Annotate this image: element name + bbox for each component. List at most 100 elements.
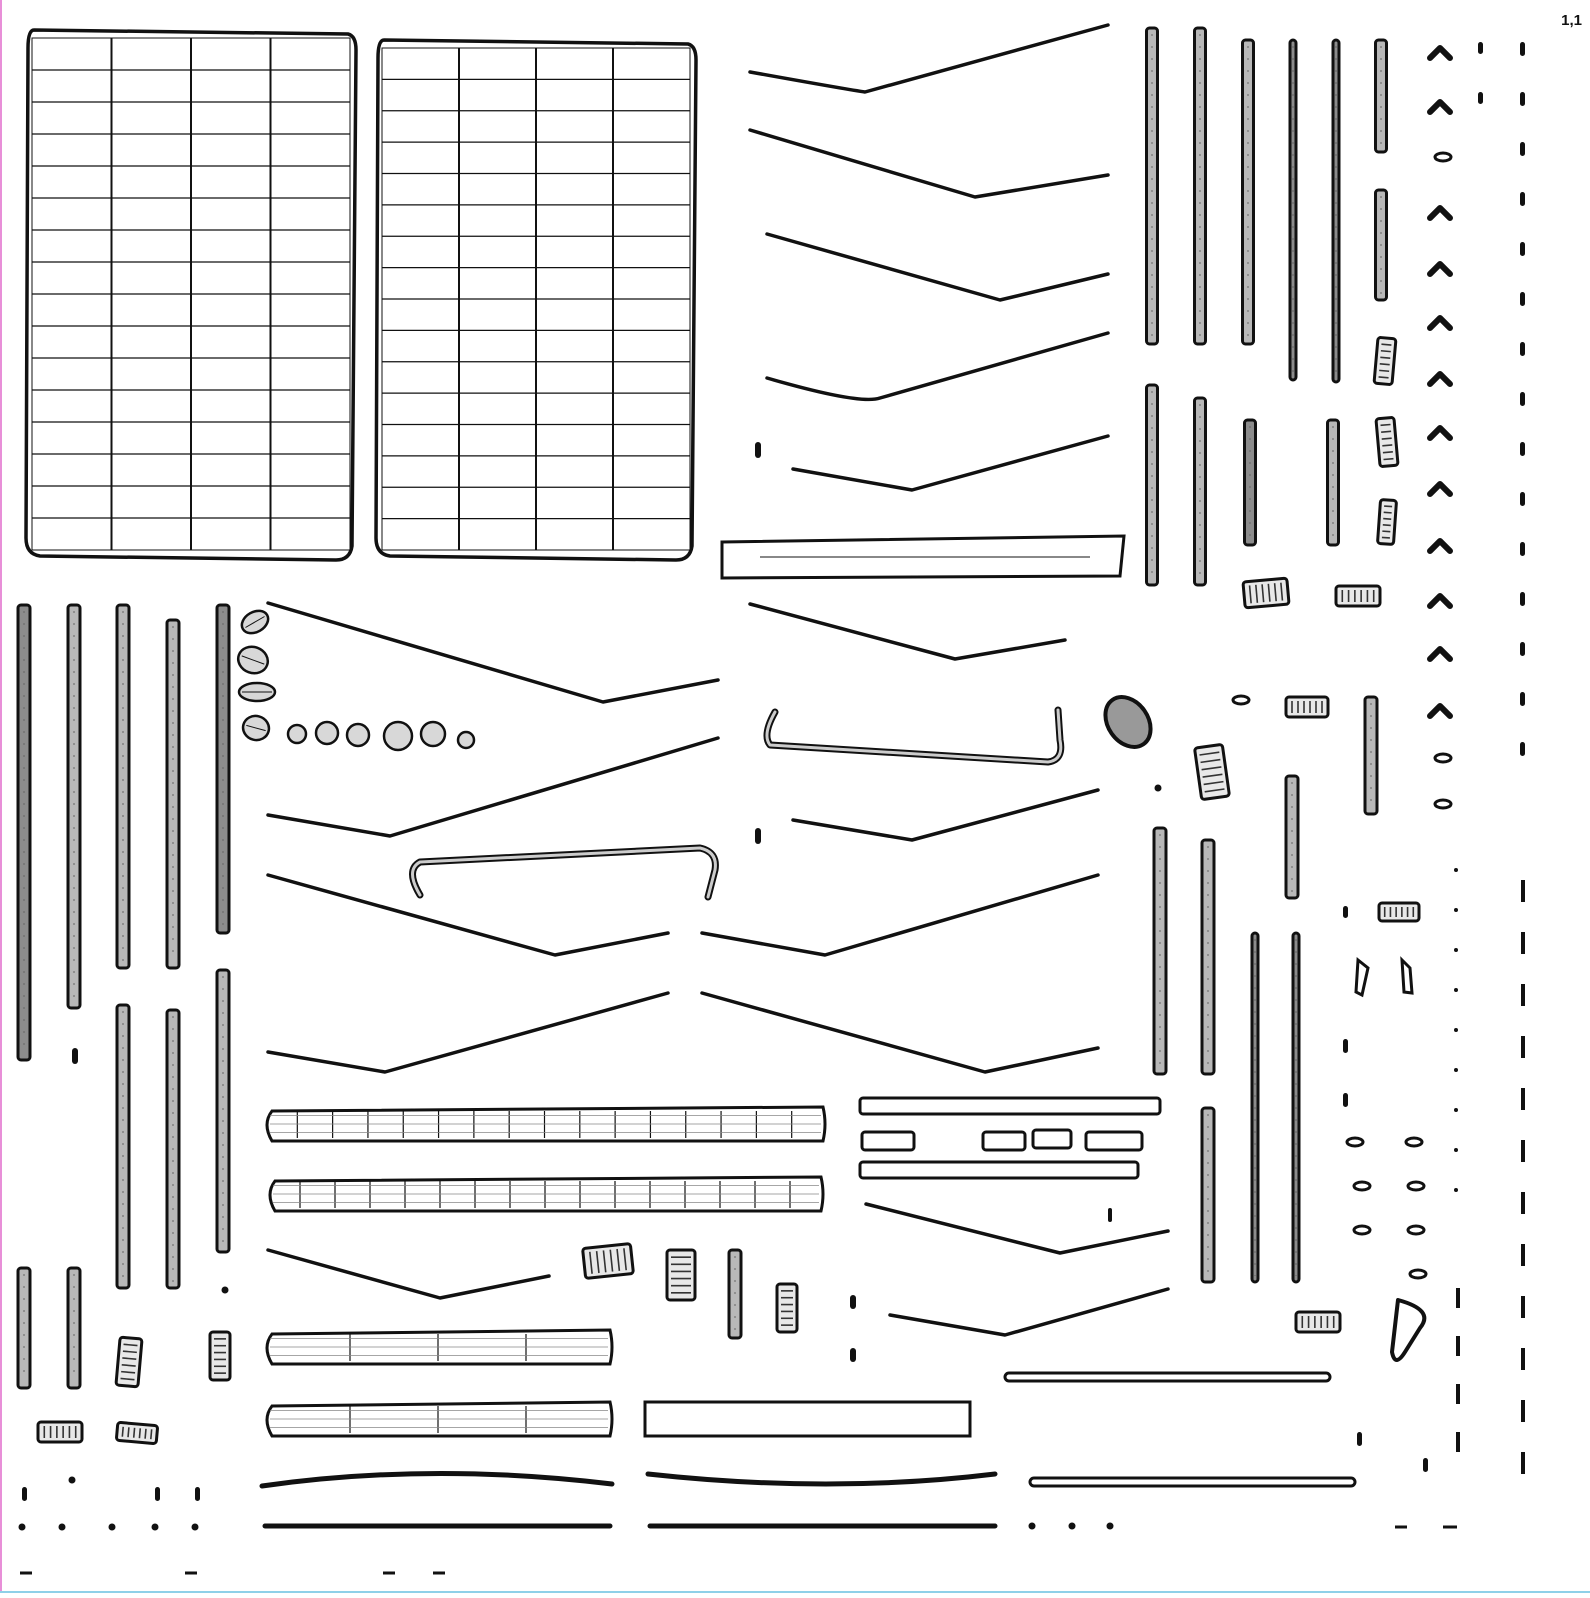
vertical-rail bbox=[1284, 774, 1300, 900]
small-dot bbox=[151, 1523, 159, 1531]
trim-bar bbox=[1028, 1476, 1357, 1488]
small-mark bbox=[155, 1487, 160, 1501]
small-ring bbox=[1352, 1224, 1372, 1236]
barcode-tag bbox=[36, 1420, 84, 1444]
small-mark bbox=[1343, 906, 1348, 918]
tag-bar bbox=[623, 1248, 627, 1271]
chevron bbox=[1427, 99, 1453, 115]
swoosh-stroke bbox=[259, 1470, 615, 1489]
chevron bbox=[1427, 371, 1453, 387]
tag-bar bbox=[138, 1428, 142, 1439]
dash-mark bbox=[1456, 1384, 1460, 1404]
vertical-rail bbox=[215, 968, 231, 1254]
tag-bar bbox=[1380, 423, 1391, 427]
tick-mark bbox=[1520, 42, 1525, 56]
small-plate bbox=[860, 1130, 916, 1152]
tag-bar bbox=[1380, 356, 1391, 359]
seed-shape bbox=[382, 720, 414, 752]
barcode-tag bbox=[1377, 901, 1421, 923]
swoosh-stroke bbox=[888, 1287, 1170, 1337]
small-ring bbox=[1406, 1224, 1426, 1236]
tag-bar bbox=[1200, 758, 1221, 764]
tag-bar bbox=[1261, 584, 1265, 603]
tag-bar bbox=[1382, 444, 1393, 447]
seed-shape bbox=[314, 720, 340, 746]
tick-mark bbox=[1520, 442, 1525, 456]
tag-bar bbox=[589, 1251, 593, 1274]
small-dot bbox=[221, 1286, 229, 1294]
tag-bar bbox=[132, 1427, 136, 1438]
chevron bbox=[1427, 45, 1453, 61]
tick-mark bbox=[1520, 292, 1525, 306]
tick-mark bbox=[1520, 192, 1525, 206]
vertical-rail bbox=[1145, 383, 1159, 587]
tag-outline bbox=[208, 1330, 232, 1382]
dash-mark bbox=[1456, 1288, 1460, 1308]
vertical-rail bbox=[66, 1266, 82, 1390]
tag-outline bbox=[1334, 584, 1382, 608]
seed-shape bbox=[345, 722, 371, 748]
seed-shape bbox=[456, 730, 476, 750]
small-ring bbox=[1345, 1136, 1365, 1148]
swoosh-stroke bbox=[266, 601, 720, 704]
tag-bar bbox=[1379, 369, 1390, 373]
tag-bar bbox=[1381, 343, 1392, 346]
small-plate bbox=[981, 1130, 1027, 1152]
small-plate bbox=[1031, 1128, 1073, 1150]
chevron bbox=[1427, 481, 1453, 497]
tag-bar bbox=[1382, 524, 1391, 527]
chevron bbox=[1427, 703, 1453, 719]
barcode-tag bbox=[1376, 498, 1398, 546]
small-ring bbox=[1352, 1180, 1372, 1192]
tag-bar bbox=[1204, 788, 1225, 793]
dot-mark bbox=[1454, 1028, 1458, 1032]
tick-mark bbox=[1520, 642, 1525, 656]
chevron bbox=[1427, 593, 1453, 609]
swoosh-stroke bbox=[748, 23, 1110, 94]
dash-mark bbox=[1521, 1244, 1525, 1266]
tag-outline bbox=[1241, 576, 1291, 610]
small-clip bbox=[1354, 957, 1370, 998]
small-mark bbox=[1343, 1093, 1348, 1107]
dot-mark bbox=[1454, 988, 1458, 992]
tag-outline bbox=[581, 1242, 635, 1280]
small-ring bbox=[1433, 798, 1453, 810]
small-clip bbox=[1400, 956, 1414, 995]
small-mark bbox=[755, 442, 761, 458]
oval-badge bbox=[1103, 695, 1153, 749]
dash-mark bbox=[1521, 1452, 1525, 1474]
dash-mark bbox=[1521, 1088, 1525, 1110]
small-dot bbox=[1028, 1522, 1036, 1530]
tag-bar bbox=[1273, 583, 1277, 602]
chevron bbox=[1427, 261, 1453, 277]
small-mark bbox=[195, 1487, 200, 1501]
small-mark bbox=[1343, 1039, 1348, 1053]
tick-mark bbox=[1520, 92, 1525, 106]
leaf-vein bbox=[245, 616, 265, 628]
small-mark bbox=[1423, 1458, 1428, 1472]
barcode-tag bbox=[1334, 584, 1382, 608]
dash-mark bbox=[1521, 1348, 1525, 1370]
vertical-rail bbox=[1200, 838, 1216, 1076]
tag-bar bbox=[1280, 582, 1284, 601]
tag-bar bbox=[144, 1428, 147, 1439]
tile-label: 1,1 bbox=[1561, 12, 1582, 29]
swoosh-stroke bbox=[266, 1248, 551, 1300]
small-dot bbox=[68, 1476, 76, 1484]
vertical-rail bbox=[16, 1266, 32, 1390]
tag-bar bbox=[149, 1429, 153, 1440]
swoosh-stroke bbox=[791, 434, 1110, 492]
vertical-rail bbox=[1200, 1106, 1216, 1284]
tag-outline bbox=[114, 1335, 144, 1389]
small-dot bbox=[1068, 1522, 1076, 1530]
barcode-tag bbox=[1284, 695, 1330, 719]
small-ring bbox=[1433, 151, 1453, 163]
tag-bar bbox=[1199, 751, 1220, 756]
tag-bar bbox=[602, 1250, 607, 1273]
tag-outline bbox=[1376, 498, 1398, 546]
tick-mark bbox=[1520, 592, 1525, 606]
tag-bar bbox=[1203, 780, 1224, 786]
tag-outline bbox=[665, 1248, 697, 1302]
